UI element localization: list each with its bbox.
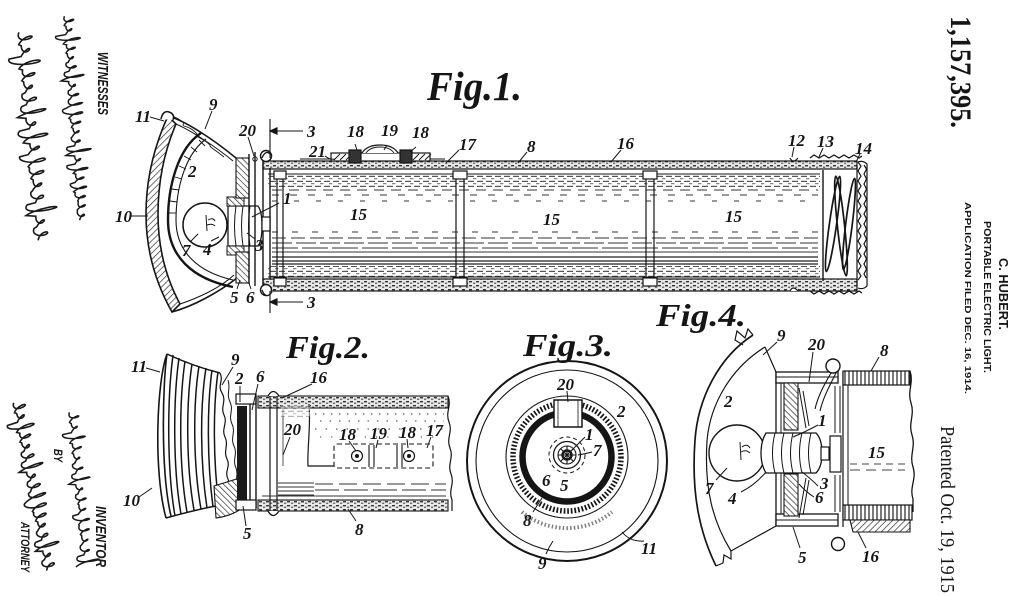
svg-text:20: 20	[556, 375, 575, 394]
svg-text:1: 1	[818, 411, 827, 430]
svg-text:C. HUBERT.: C. HUBERT.	[996, 258, 1011, 330]
svg-text:2: 2	[234, 369, 244, 388]
svg-text:12: 12	[788, 131, 806, 150]
svg-text:6: 6	[815, 488, 824, 507]
svg-text:Patented Oct. 19, 1915: Patented Oct. 19, 1915	[936, 426, 958, 593]
svg-text:5: 5	[798, 548, 807, 567]
svg-text:9: 9	[231, 350, 240, 369]
svg-text:14: 14	[855, 139, 872, 158]
svg-text:11: 11	[131, 357, 147, 376]
svg-text:INVENTOR: INVENTOR	[92, 506, 109, 567]
svg-text:BY: BY	[51, 449, 65, 463]
svg-text:17: 17	[426, 421, 445, 440]
svg-text:5: 5	[560, 476, 569, 495]
svg-text:8: 8	[523, 511, 532, 530]
svg-text:WITNESSES: WITNESSES	[94, 52, 111, 115]
svg-text:APPLICATION FILED DEC. 16, 191: APPLICATION FILED DEC. 16, 1914.	[963, 202, 973, 394]
svg-text:1: 1	[283, 189, 292, 208]
svg-text:1: 1	[585, 425, 594, 444]
svg-text:2: 2	[723, 392, 733, 411]
svg-text:8: 8	[880, 341, 889, 360]
svg-text:15: 15	[725, 207, 743, 226]
svg-text:18: 18	[399, 423, 417, 442]
svg-text:8: 8	[355, 520, 364, 539]
svg-text:9: 9	[538, 554, 547, 573]
svg-text:Fig.3.: Fig.3.	[522, 327, 613, 363]
svg-text:15: 15	[350, 205, 368, 224]
svg-text:6: 6	[542, 471, 551, 490]
svg-text:21: 21	[308, 142, 326, 161]
svg-text:Fig.2.: Fig.2.	[285, 329, 370, 365]
svg-text:15: 15	[543, 210, 561, 229]
svg-text:20: 20	[283, 420, 302, 439]
svg-text:19: 19	[381, 121, 399, 140]
svg-text:6: 6	[256, 367, 265, 386]
svg-text:Fig.4.: Fig.4.	[655, 297, 746, 333]
svg-text:16: 16	[862, 547, 880, 566]
svg-text:ATTORNEY: ATTORNEY	[18, 521, 30, 573]
svg-text:2: 2	[616, 402, 626, 421]
svg-text:18: 18	[339, 425, 357, 444]
svg-text:16: 16	[310, 368, 328, 387]
svg-text:4: 4	[202, 240, 212, 259]
svg-text:20: 20	[807, 335, 826, 354]
svg-text:PORTABLE ELECTRIC LIGHT.: PORTABLE ELECTRIC LIGHT.	[981, 221, 993, 373]
svg-text:9: 9	[209, 95, 218, 114]
svg-text:7: 7	[182, 241, 192, 260]
svg-text:3: 3	[306, 293, 316, 312]
svg-text:9: 9	[777, 326, 786, 345]
svg-text:16: 16	[617, 134, 635, 153]
svg-text:18: 18	[347, 122, 365, 141]
svg-text:5: 5	[243, 524, 252, 543]
svg-text:2: 2	[187, 162, 197, 181]
svg-text:17: 17	[459, 135, 478, 154]
svg-text:Fig.1.: Fig.1.	[426, 63, 522, 109]
svg-text:3: 3	[819, 474, 829, 493]
svg-text:7: 7	[705, 479, 715, 498]
svg-text:19: 19	[370, 424, 388, 443]
svg-text:8: 8	[527, 137, 536, 156]
svg-text:18: 18	[412, 123, 430, 142]
svg-text:15: 15	[868, 443, 886, 462]
svg-text:10: 10	[123, 491, 141, 510]
svg-text:10: 10	[115, 207, 133, 226]
svg-text:11: 11	[641, 539, 657, 558]
svg-text:13: 13	[817, 132, 835, 151]
svg-text:6: 6	[246, 288, 255, 307]
svg-text:3: 3	[254, 236, 264, 255]
svg-text:20: 20	[238, 121, 257, 140]
svg-text:3: 3	[306, 122, 316, 141]
svg-text:1,157,395.: 1,157,395.	[944, 16, 977, 128]
svg-text:7: 7	[593, 441, 603, 460]
svg-text:4: 4	[727, 489, 737, 508]
svg-text:11: 11	[135, 107, 151, 126]
svg-text:5: 5	[230, 288, 239, 307]
